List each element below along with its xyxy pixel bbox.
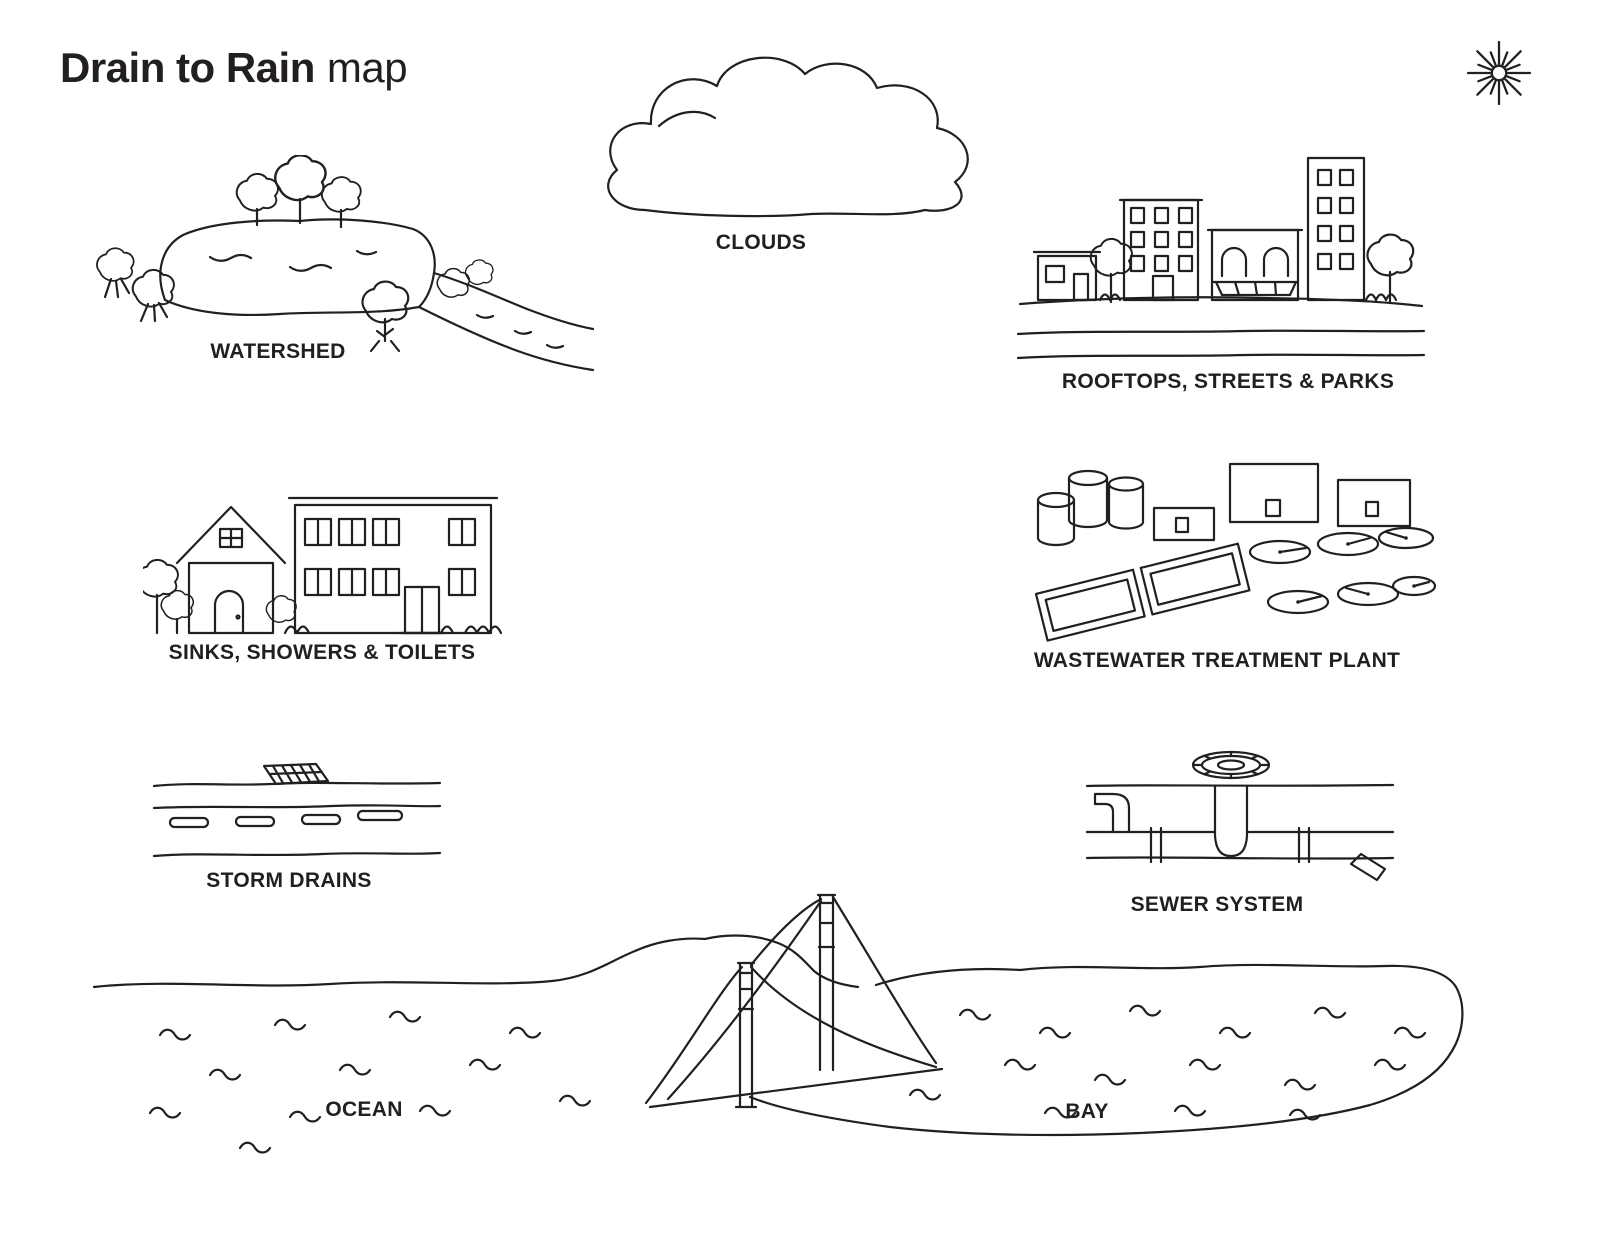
clarifiers (1248, 526, 1436, 615)
watershed-figure (85, 155, 595, 380)
tall-building (1306, 156, 1366, 302)
ocean-waves (148, 1010, 592, 1154)
house (175, 505, 287, 635)
label-sinks-showers-toilets: SINKS, SHOWERS & TOILETS (168, 641, 476, 664)
hedges (1098, 293, 1398, 302)
suspension-bridge (644, 893, 944, 1109)
label-sewer-system: SEWER SYSTEM (1130, 893, 1304, 916)
ocean-bay-figure (90, 865, 1470, 1165)
stream (417, 271, 595, 372)
sewer-figure (1085, 746, 1395, 891)
street (1016, 296, 1426, 360)
bridge-tower-right (816, 893, 837, 1072)
yard-trees (143, 558, 297, 635)
road-edge-line (152, 804, 442, 810)
label-wastewater-treatment-plant: WASTEWATER TREATMENT PLANT (1033, 649, 1401, 672)
bridge-tower-left (734, 961, 758, 1109)
label-bay: BAY (1065, 1100, 1109, 1123)
mesa (159, 218, 436, 317)
trees (96, 155, 494, 353)
curb-line (152, 781, 442, 788)
awning-building (1206, 228, 1304, 302)
page-title-light: map (326, 44, 408, 91)
label-watershed: WATERSHED (210, 340, 346, 363)
bushes (283, 625, 503, 635)
settling-basins (1034, 542, 1251, 642)
sun-icon-wrap (1466, 40, 1532, 106)
spigot-pipe (1093, 792, 1131, 834)
storm-drains-illustration (152, 762, 442, 858)
storage-tanks (1036, 469, 1145, 547)
bridge-cables (644, 895, 938, 1105)
clouds-figure (593, 52, 988, 232)
ocean-bay-illustration (92, 893, 1464, 1154)
shoreline-and-hill (92, 934, 860, 989)
watershed-illustration (96, 155, 595, 372)
manhole-shaft (1213, 784, 1249, 858)
label-clouds: CLOUDS (715, 231, 807, 254)
apartment-block (287, 496, 499, 635)
storm-drain-grate (262, 762, 330, 786)
rooftops-illustration (1016, 156, 1426, 360)
lane-dashes (168, 809, 404, 829)
bay-waves (908, 1004, 1427, 1121)
wastewater-illustration (1034, 462, 1436, 642)
bridge-deck (648, 1067, 944, 1109)
sinks-illustration (143, 496, 503, 635)
label-storm-drains: STORM DRAINS (206, 869, 372, 892)
storm-drains-figure (152, 760, 442, 872)
rooftops-figure (1016, 148, 1426, 378)
plant-buildings (1152, 462, 1412, 542)
label-rooftops-streets-parks: ROOFTOPS, STREETS & PARKS (1061, 370, 1395, 393)
apartment-building (1118, 198, 1204, 302)
label-ocean: OCEAN (325, 1098, 403, 1121)
clouds-illustration (607, 56, 969, 218)
sinks-figure (143, 483, 513, 648)
wastewater-figure (1026, 456, 1436, 651)
road-bottom-line (152, 851, 442, 858)
main-pipe (1085, 826, 1395, 864)
outflow-elbow (1349, 852, 1387, 882)
bay-outline (748, 963, 1464, 1137)
page-title-strong: Drain to Rain (60, 44, 315, 91)
manhole-cover (1191, 750, 1271, 780)
ground-line (1085, 783, 1395, 788)
sun-icon (1466, 40, 1532, 106)
sewer-illustration (1085, 750, 1395, 882)
street-tree-right (1366, 233, 1415, 304)
